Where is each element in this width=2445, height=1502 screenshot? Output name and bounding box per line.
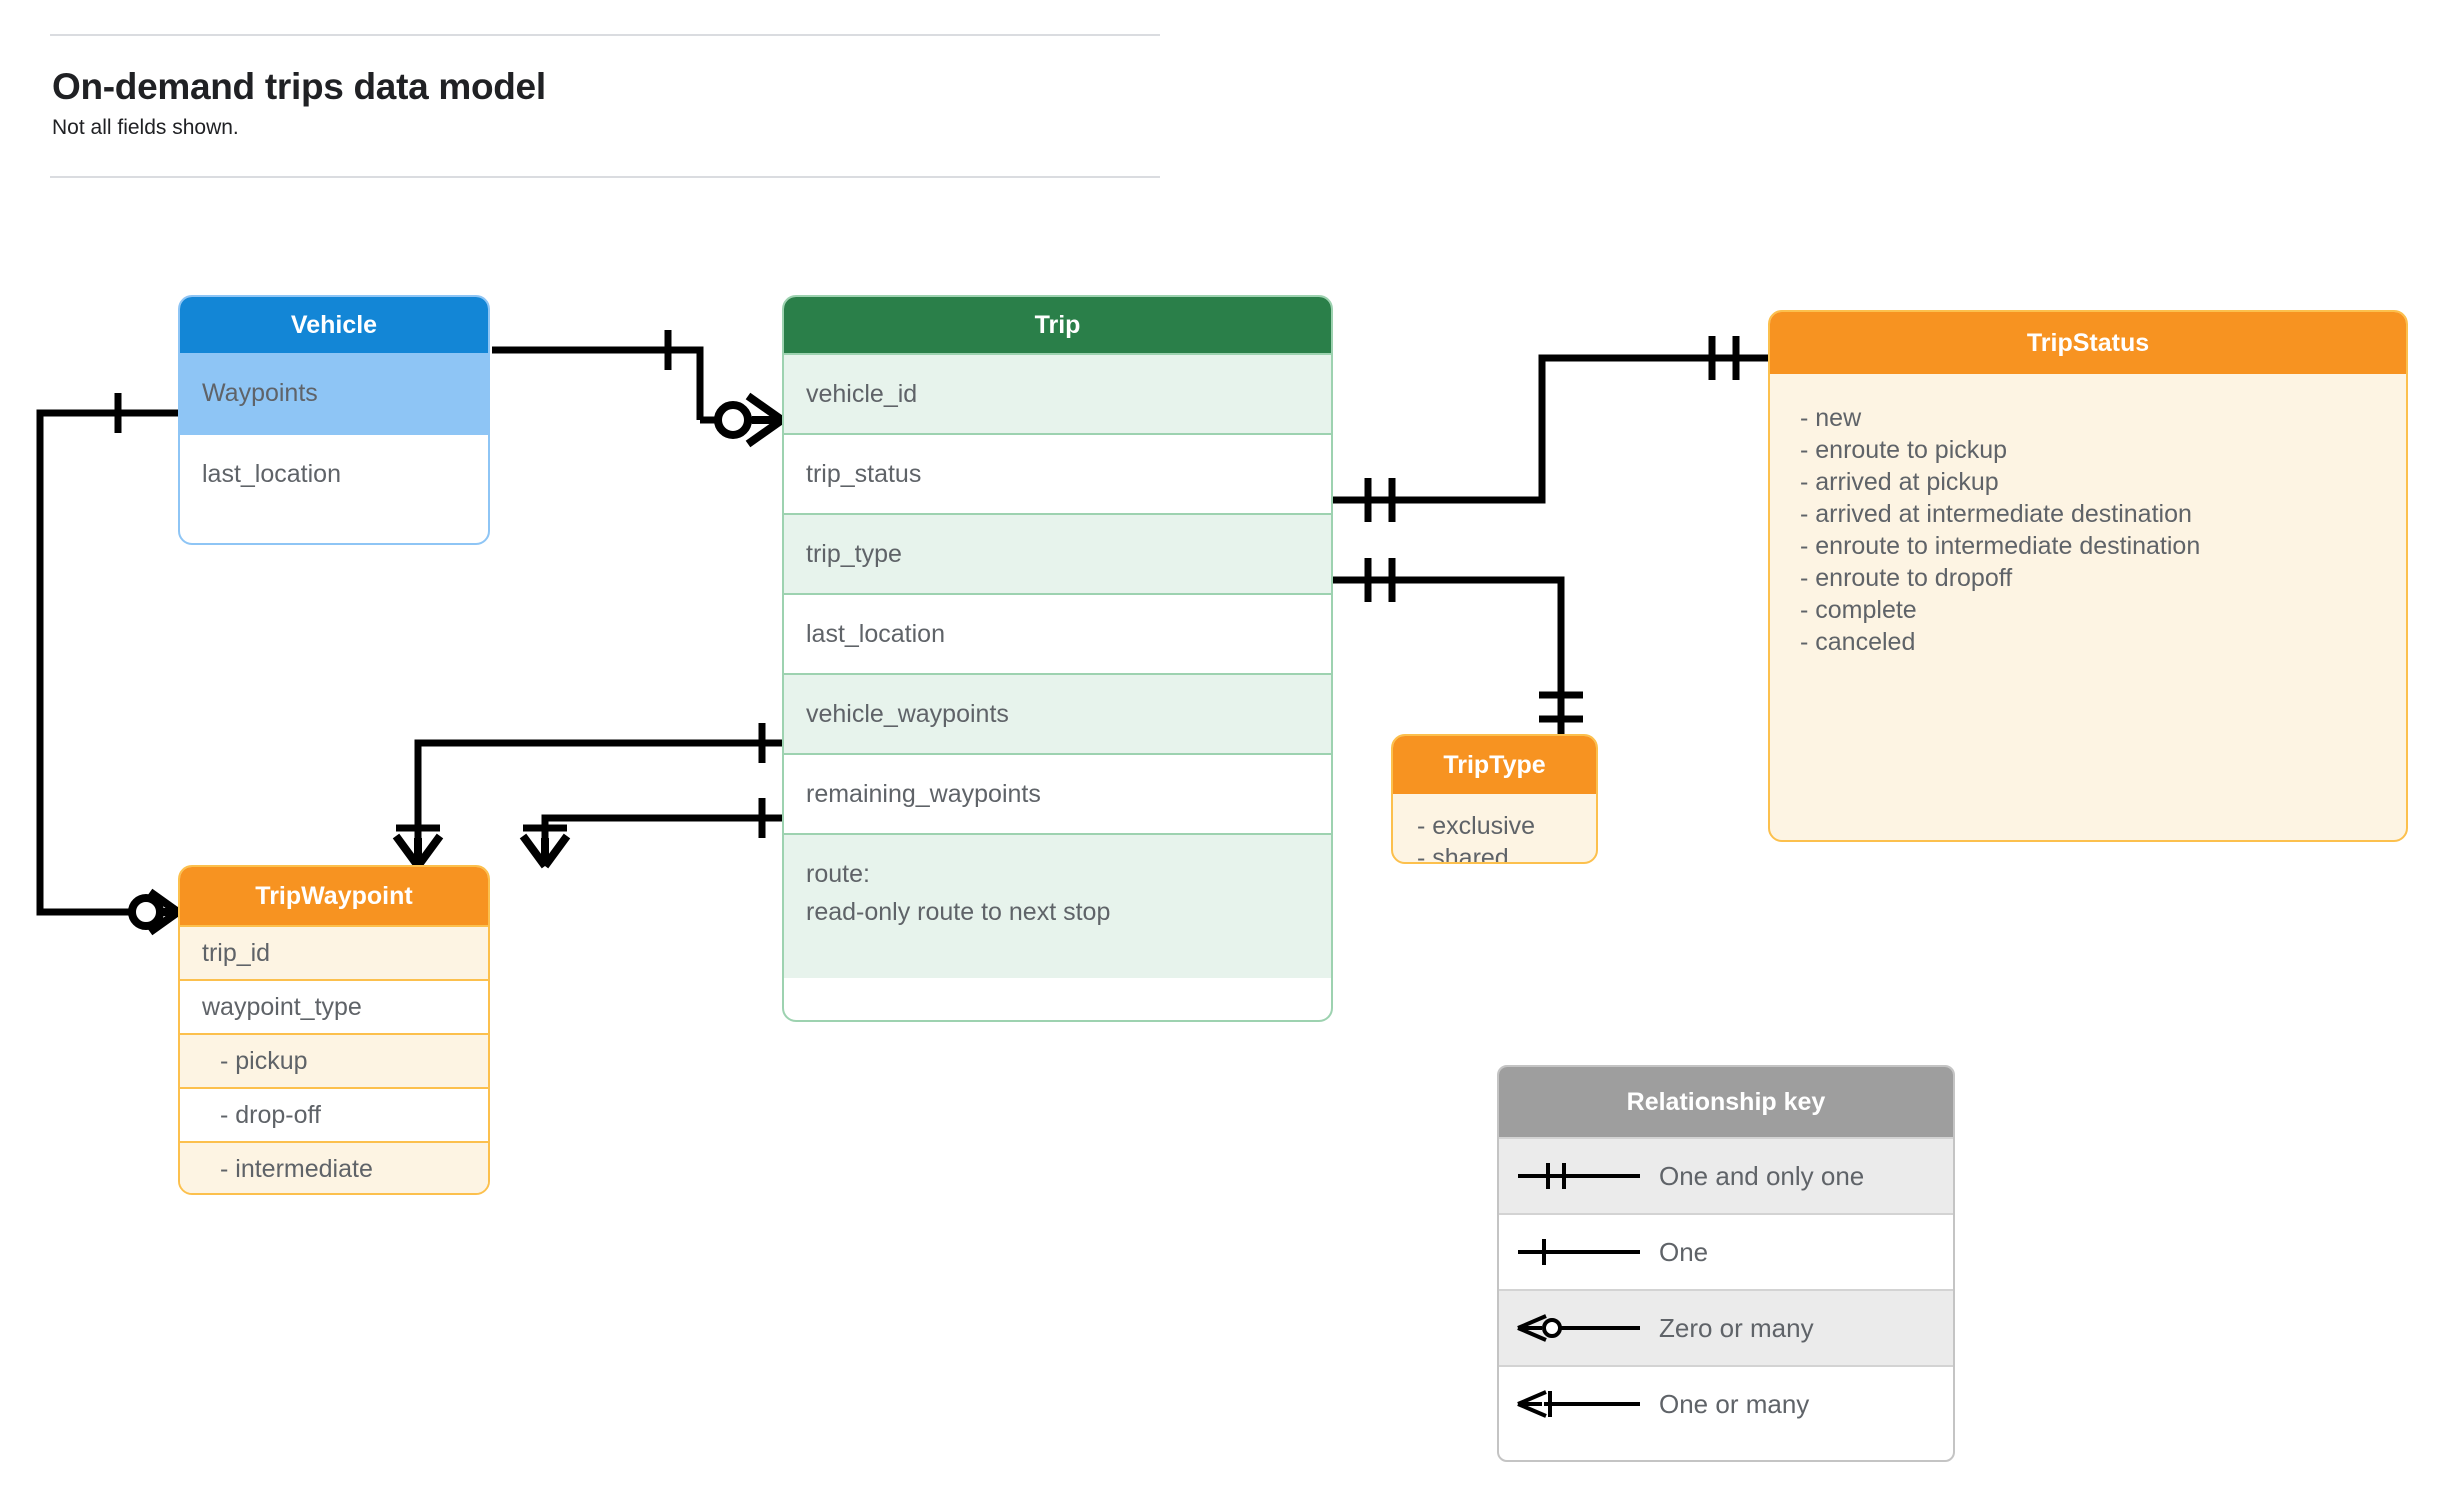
zero-or-many-icon [1499,1308,1659,1348]
trip-status-value: - arrived at intermediate destination [1800,500,2192,528]
entity-vehicle-title: Vehicle [180,297,488,353]
field-trip-route-line1: route: [806,860,870,888]
entity-trip-status-title: TripStatus [1770,312,2406,374]
field-trip-remaining-waypoints[interactable]: remaining_waypoints [784,753,1331,833]
entity-trip-waypoint-title: TripWaypoint [180,867,488,925]
circle-zero-waypoints [128,894,164,930]
field-vehicle-waypoints[interactable]: Waypoints [180,353,488,433]
legend-label: One and only one [1659,1160,1865,1191]
entity-trip-waypoint[interactable]: TripWaypoint trip_id waypoint_type - pic… [178,865,490,1195]
trip-status-value: - enroute to intermediate destination [1800,532,2201,560]
field-trip-waypoint-pickup[interactable]: - pickup [180,1033,488,1087]
field-trip-trip-status[interactable]: trip_status [784,433,1331,513]
legend-row-one: One [1499,1213,1953,1289]
trip-status-value: - arrived at pickup [1800,468,1999,496]
trip-status-value: - enroute to dropoff [1800,564,2013,592]
entity-trip-status[interactable]: TripStatus - new - enroute to pickup - a… [1768,310,2408,842]
crowsfoot-vehicle-waypoints [392,833,444,869]
legend-label: Zero or many [1659,1312,1814,1343]
entity-trip-title: Trip [784,297,1331,353]
field-trip-waypoint-dropoff[interactable]: - drop-off [180,1087,488,1141]
trip-status-value: - enroute to pickup [1800,436,2008,464]
legend-row-zero-or-many: Zero or many [1499,1289,1953,1365]
trip-status-value-list: - new - enroute to pickup - arrived at p… [1770,374,2406,658]
edge-vehicle-to-trip [492,346,704,420]
edge-vehicle-waypoints [414,739,782,860]
field-trip-waypoint-intermediate[interactable]: - intermediate [180,1141,488,1193]
entity-trip-type-title: TripType [1393,736,1596,794]
edge-waypoints-to-tripwaypoint [36,409,178,916]
trip-type-value-list: - exclusive - shared [1393,794,1596,864]
circle-zero-vehicle-trip [714,401,752,439]
trip-type-value: - exclusive [1417,812,1536,840]
legend-title: Relationship key [1499,1067,1953,1137]
page-title: On-demand trips data model [52,66,546,107]
field-trip-waypoint-type[interactable]: waypoint_type [180,979,488,1033]
entity-vehicle[interactable]: Vehicle Waypoints last_location [178,295,490,545]
one-or-many-icon [1499,1384,1659,1424]
legend-label: One or many [1659,1388,1810,1419]
trip-status-value: - canceled [1800,628,1916,656]
legend-row-one-or-many: One or many [1499,1365,1953,1441]
trip-status-value: - complete [1800,596,1917,624]
one-icon [1499,1232,1659,1272]
legend-row-one-and-only-one: One and only one [1499,1137,1953,1213]
legend-label: One [1659,1236,1709,1267]
header-bottom-divider [50,176,1160,178]
edge-tripstatus [1333,354,1768,504]
field-trip-last-location[interactable]: last_location [784,593,1331,673]
field-trip-trip-type[interactable]: trip_type [784,513,1331,593]
trip-type-value: - shared [1417,844,1509,864]
edge-triptype [1333,576,1565,734]
edge-remaining-waypoints [541,814,782,860]
field-vehicle-last-location[interactable]: last_location [180,433,488,513]
field-trip-waypoint-trip-id[interactable]: trip_id [180,925,488,979]
header-top-divider [50,34,1160,36]
page-header: On-demand trips data model Not all field… [50,34,1160,178]
field-trip-vehicle-waypoints[interactable]: vehicle_waypoints [784,673,1331,753]
relationship-key-legend: Relationship key One and only one One [1497,1065,1955,1462]
field-trip-vehicle-id[interactable]: vehicle_id [784,353,1331,433]
one-and-only-one-icon [1499,1156,1659,1196]
page-subtitle: Not all fields shown. [52,116,239,139]
crowsfoot-remaining-waypoints [519,833,571,869]
crowsfoot-waypoints-tripwaypoint [147,888,181,936]
field-trip-route[interactable]: route: read-only route to next stop [784,833,1331,978]
field-trip-route-line2: read-only route to next stop [806,898,1111,926]
crowsfoot-vehicle-trip [745,392,785,448]
entity-trip-type[interactable]: TripType - exclusive - shared [1391,734,1598,864]
entity-trip[interactable]: Trip vehicle_id trip_status trip_type la… [782,295,1333,1022]
trip-status-value: - new [1800,404,1862,432]
